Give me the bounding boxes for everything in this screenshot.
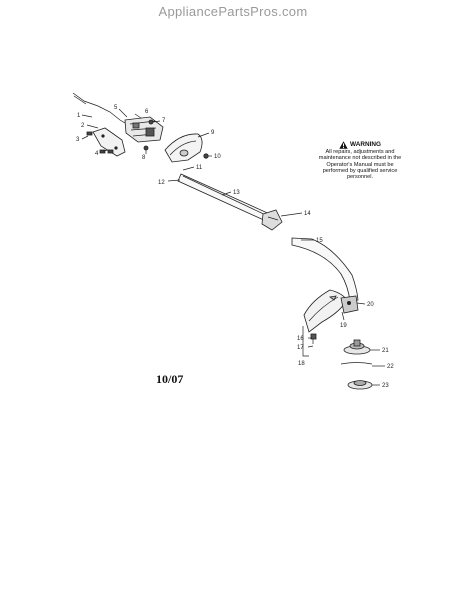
warning-triangle-icon bbox=[339, 141, 348, 149]
callout-12: 12 bbox=[158, 180, 165, 186]
small-bolt bbox=[310, 333, 317, 344]
spool-cover bbox=[343, 339, 371, 355]
callout-numbers: 1 2 3 4 5 6 7 8 9 10 11 12 13 14 15 16 1… bbox=[76, 105, 394, 389]
callout-1: 1 bbox=[77, 113, 81, 119]
callout-9: 9 bbox=[211, 130, 215, 136]
callout-23: 23 bbox=[382, 383, 389, 389]
site-title: AppliancePartsPros.com bbox=[158, 4, 308, 19]
trimmer-line bbox=[340, 362, 373, 365]
callout-4: 4 bbox=[95, 151, 99, 157]
screws bbox=[86, 119, 209, 159]
shaft-coupler bbox=[261, 209, 283, 231]
cover-plate bbox=[164, 133, 203, 163]
callout-22: 22 bbox=[387, 364, 394, 370]
callout-11: 11 bbox=[196, 165, 203, 171]
callout-18: 18 bbox=[298, 361, 305, 367]
callout-20: 20 bbox=[367, 302, 374, 308]
callout-17: 17 bbox=[297, 345, 304, 351]
callout-5: 5 bbox=[114, 105, 118, 111]
callout-10: 10 bbox=[214, 154, 221, 160]
callout-6: 6 bbox=[145, 109, 149, 115]
trimmer-guard bbox=[303, 289, 348, 333]
bump-knob bbox=[347, 380, 373, 390]
callout-21: 21 bbox=[382, 348, 389, 354]
callout-19: 19 bbox=[340, 323, 347, 329]
callout-8: 8 bbox=[142, 155, 146, 161]
callout-13: 13 bbox=[233, 190, 240, 196]
gearbox bbox=[340, 295, 359, 314]
warning-text: All repairs, adjustments and maintenance… bbox=[318, 149, 402, 181]
callout-15: 15 bbox=[316, 238, 323, 244]
date-code: 10/07 bbox=[156, 372, 184, 386]
warning-box: WARNING All repairs, adjustments and mai… bbox=[317, 141, 403, 180]
callout-7: 7 bbox=[162, 118, 166, 124]
leader-lines bbox=[81, 108, 385, 386]
warning-header: WARNING bbox=[317, 141, 403, 149]
callout-14: 14 bbox=[304, 211, 311, 217]
callout-3: 3 bbox=[76, 137, 80, 143]
throttle-cable bbox=[72, 92, 131, 127]
callout-2: 2 bbox=[81, 123, 85, 129]
drive-shaft bbox=[177, 173, 273, 223]
lower-shaft bbox=[291, 237, 359, 302]
handle-housing bbox=[124, 116, 164, 143]
warning-title: WARNING bbox=[350, 140, 381, 148]
callout-16: 16 bbox=[297, 336, 304, 342]
handle-bracket bbox=[92, 127, 126, 157]
